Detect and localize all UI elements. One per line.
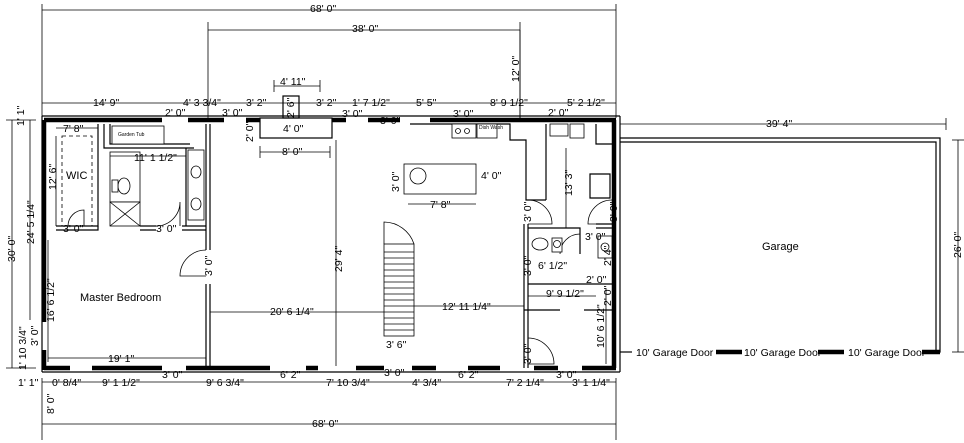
dim-left-a: 24' 5 1/4" xyxy=(25,200,37,244)
dim-laundry-door: 3' 0" xyxy=(608,201,620,222)
dim-top-j: 5' 5" xyxy=(416,97,437,109)
garage-door-1: 10' Garage Door xyxy=(636,347,714,359)
dim-top-k: 3' 0" xyxy=(453,108,474,120)
dim-top-g: 1' 7 1/2" xyxy=(352,97,390,109)
dim-bath-width: 11' 1 1/2" xyxy=(134,152,177,164)
dim-island-length: 7' 8" xyxy=(430,199,451,211)
dim-island-depth: 3' 0" xyxy=(390,171,402,192)
garage-label: Garage xyxy=(762,241,799,253)
garage-door-3: 10' Garage Door xyxy=(848,347,926,359)
dim-top-a: 14' 9" xyxy=(93,97,119,109)
dim-hall-width: 12' 11 1/4" xyxy=(442,301,491,313)
dim-powder-width: 6' 1/2" xyxy=(538,260,567,272)
dim-overall-top: 68' 0" xyxy=(310,3,336,15)
dim-top-n: 5' 2 1/2" xyxy=(567,97,605,109)
dim-side-b: 2' 0" xyxy=(586,274,607,286)
dim-top-e: 3' 2" xyxy=(246,97,267,109)
dim-fireplace-depth: 2' 6" xyxy=(285,97,297,118)
dim-island-width: 4' 0" xyxy=(481,170,502,182)
dim-powder-door: 3' 0" xyxy=(522,255,534,276)
garage-door-2: 10' Garage Door xyxy=(744,347,822,359)
dim-living-width: 20' 6 1/4" xyxy=(270,306,314,318)
dim-bot-k: 3' 1 1/4" xyxy=(572,377,610,389)
dim-wic-door: 3' 0" xyxy=(63,223,84,235)
dim-side-c: 2' 0" xyxy=(602,285,614,306)
dim-bot-c: 3' 0" xyxy=(162,369,183,381)
dim-pantry-door: 3' 0" xyxy=(522,201,534,222)
dim-bot-b: 9' 1 1/2" xyxy=(102,377,140,389)
dim-left-b: 1' 10 3/4" xyxy=(17,326,29,370)
dim-bath-door: 3' 0" xyxy=(156,223,177,235)
dim-master-width: 19' 1" xyxy=(108,353,134,365)
dim-hall-door: 3' 0" xyxy=(585,231,606,243)
exterior-walls xyxy=(41,115,621,373)
door-swings xyxy=(67,199,613,365)
dim-overall-bottom: 68' 0" xyxy=(312,418,338,430)
dim-office-depth: 10' 6 1/2" xyxy=(595,304,607,348)
dim-bot-d: 9' 6 3/4" xyxy=(206,377,244,389)
dim-master-door: 3' 0" xyxy=(203,255,215,276)
fireplace xyxy=(259,80,333,158)
dim-center-width: 38' 0" xyxy=(352,23,378,35)
powder-fixtures xyxy=(531,235,613,259)
dim-top-c: 4' 3 3/4" xyxy=(183,97,221,109)
dish-wash-label: Dish Wash xyxy=(479,125,503,131)
dim-bot-f: 7' 10 3/4" xyxy=(326,377,370,389)
dim-garage-depth: 26' 0" xyxy=(952,232,964,258)
dim-fireplace-top: 4' 11" xyxy=(280,76,306,88)
dim-office-width: 9' 9 1/2" xyxy=(546,288,584,300)
dim-master-depth: 16' 6 1/2" xyxy=(45,278,57,322)
dim-center-depth: 12' 0" xyxy=(510,56,522,82)
dim-bot-e: 6' 2" xyxy=(280,369,301,381)
dim-wic-width: 7' 8" xyxy=(63,123,84,135)
dim-garage-width: 39' 4" xyxy=(766,118,792,130)
staircase xyxy=(383,221,415,337)
dim-left-overall: 30' 0" xyxy=(6,236,18,262)
dim-top-h: 3' 0" xyxy=(342,108,363,120)
dim-wic-depth: 12' 6" xyxy=(47,164,59,190)
garage-outline xyxy=(620,137,941,355)
dim-top-m: 2' 0" xyxy=(548,107,569,119)
master-bath-fixtures xyxy=(61,125,205,227)
dim-top-d: 3' 0" xyxy=(222,107,243,119)
master-bedroom-label: Master Bedroom xyxy=(80,292,161,304)
dim-top-f: 3' 2" xyxy=(316,97,337,109)
dim-left-bottom-d: 1' 1" xyxy=(18,377,39,389)
dim-bot-g: 4' 3/4" xyxy=(412,377,441,389)
dim-left-d: 1' 1" xyxy=(15,105,27,126)
dim-bot-i: 7' 2 1/4" xyxy=(506,377,544,389)
dim-bot-j: 3' 0" xyxy=(556,369,577,381)
dim-bot-a: 0' 8/4" xyxy=(52,377,81,389)
interior-dimension-lines xyxy=(47,127,607,366)
dim-side-a: 2' 4" xyxy=(602,245,614,266)
dim-kitchen-depth: 13' 3" xyxy=(563,170,575,196)
dim-hearth: 8' 0" xyxy=(282,146,303,158)
dim-fireplace-inner: 4' 0" xyxy=(283,123,304,135)
dim-stair-width: 3' 6" xyxy=(386,339,407,351)
dim-fireplace-opening: 2' 0" xyxy=(244,121,256,142)
dim-front-door: 3' 0" xyxy=(384,367,405,379)
dim-left-c: 3' 0" xyxy=(29,325,41,346)
dim-living-depth: 29' 4" xyxy=(333,246,345,272)
dim-office-door: 3' 0" xyxy=(522,343,534,364)
dim-bot-h: 6' 2" xyxy=(458,369,479,381)
interior-walls xyxy=(56,123,614,368)
dim-left-e: 8' 0" xyxy=(45,393,57,414)
wic-label: WIC xyxy=(66,170,87,182)
dim-top-l: 8' 9 1/2" xyxy=(490,97,528,109)
overall-dimensions xyxy=(6,4,964,440)
garden-tub-label: Garden Tub xyxy=(118,132,145,138)
